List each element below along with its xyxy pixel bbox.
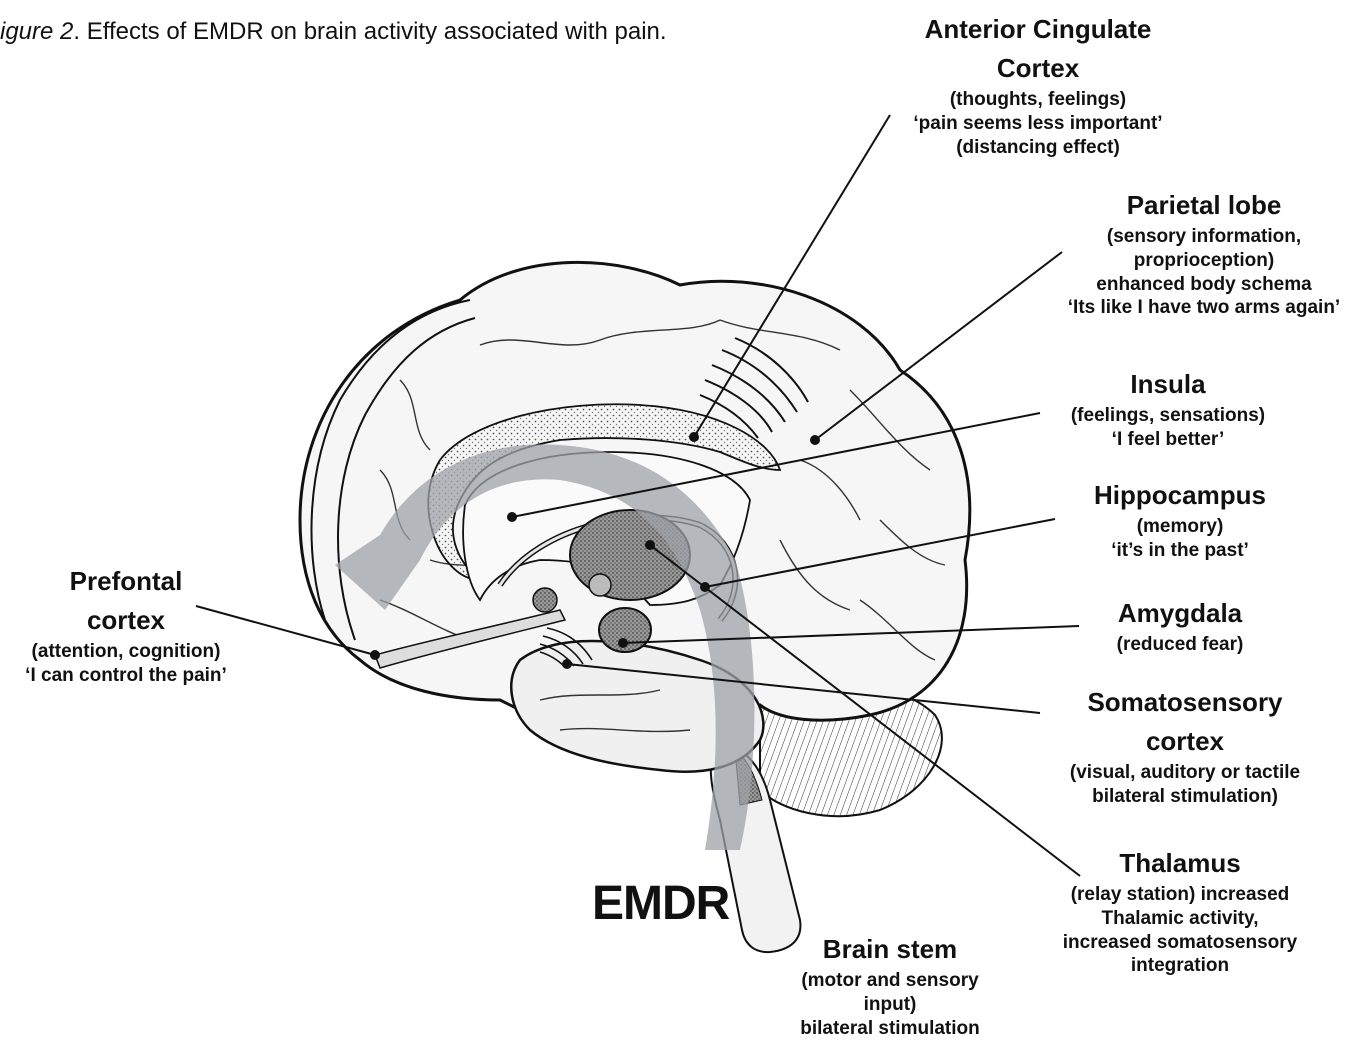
label-brain-stem: Brain stem (motor and sensory input) bil… (770, 930, 1010, 1040)
mammillary-body (533, 588, 557, 612)
label-title: Somatosensory (1040, 683, 1330, 722)
emdr-label: EMDR (592, 876, 729, 931)
label-title: Hippocampus (1060, 476, 1300, 515)
label-title: Parietal lobe (1054, 186, 1354, 225)
dot-parietal (810, 435, 820, 445)
label-desc: (motor and sensory (770, 969, 1010, 993)
label-desc: (thoughts, feelings) (888, 88, 1188, 112)
label-insula: Insula (feelings, sensations) ‘I feel be… (1048, 365, 1288, 452)
label-desc: input) (770, 993, 1010, 1017)
label-hippocampus: Hippocampus (memory) ‘it’s in the past’ (1060, 476, 1300, 563)
dot-thalamus (645, 540, 655, 550)
label-desc: (visual, auditory or tactile (1040, 761, 1330, 785)
label-desc: enhanced body schema (1054, 273, 1354, 297)
label-desc: proprioception) (1054, 249, 1354, 273)
label-desc: ‘I can control the pain’ (0, 664, 252, 688)
label-title: Prefontal (0, 562, 252, 601)
label-title: cortex (0, 601, 252, 640)
label-anterior-cingulate: Anterior Cingulate Cortex (thoughts, fee… (888, 10, 1188, 159)
dot-amygdala (618, 638, 628, 648)
label-desc: bilateral stimulation (770, 1017, 1010, 1041)
label-desc: ‘I feel better’ (1048, 428, 1288, 452)
label-title: Anterior Cingulate (888, 10, 1188, 49)
label-desc: ‘pain seems less important’ (888, 112, 1188, 136)
label-prefrontal-cortex: Prefontal cortex (attention, cognition) … (0, 562, 252, 688)
hypothalamus-nucleus (589, 574, 611, 596)
label-desc: increased somatosensory (1040, 931, 1320, 955)
label-title: Cortex (888, 49, 1188, 88)
label-title: Brain stem (770, 930, 1010, 969)
label-desc: (feelings, sensations) (1048, 404, 1288, 428)
label-desc: (attention, cognition) (0, 640, 252, 664)
label-thalamus: Thalamus (relay station) increased Thala… (1040, 844, 1320, 978)
label-title: Amygdala (1080, 594, 1280, 633)
label-desc: (reduced fear) (1080, 633, 1280, 657)
label-desc: (memory) (1060, 515, 1300, 539)
label-desc: bilateral stimulation) (1040, 785, 1330, 809)
label-desc: Thalamic activity, (1040, 907, 1320, 931)
dot-somato (562, 659, 572, 669)
label-desc: ‘it’s in the past’ (1060, 539, 1300, 563)
label-somatosensory-cortex: Somatosensory cortex (visual, auditory o… (1040, 683, 1330, 809)
dot-prefrontal (370, 650, 380, 660)
label-desc: (sensory information, (1054, 225, 1354, 249)
label-desc: ‘Its like I have two arms again’ (1054, 296, 1354, 320)
label-title: Thalamus (1040, 844, 1320, 883)
label-amygdala: Amygdala (reduced fear) (1080, 594, 1280, 657)
dot-acc (689, 432, 699, 442)
label-title: cortex (1040, 722, 1330, 761)
label-desc: integration (1040, 954, 1320, 978)
label-parietal-lobe: Parietal lobe (sensory information, prop… (1054, 186, 1354, 320)
dot-insula (507, 512, 517, 522)
label-title: Insula (1048, 365, 1288, 404)
label-desc: (distancing effect) (888, 136, 1188, 160)
dot-hippocampus (700, 582, 710, 592)
label-desc: (relay station) increased (1040, 883, 1320, 907)
